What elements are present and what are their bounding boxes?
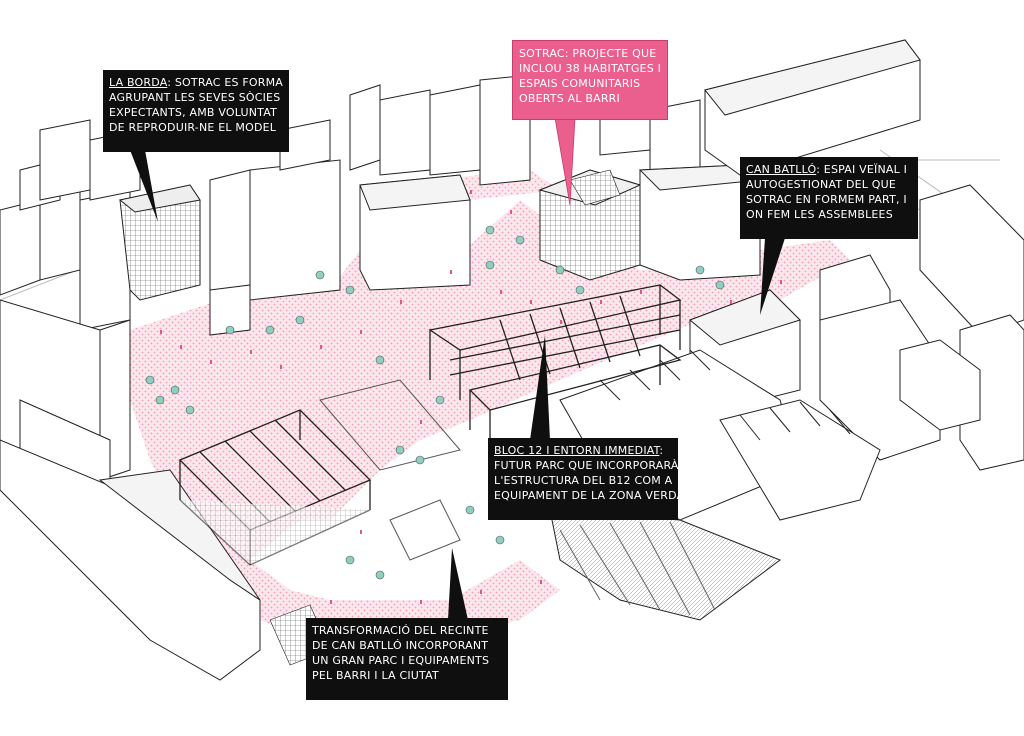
callout-bloc12: BLOC 12 I ENTORN IMMEDIAT: FUTUR PARC QU… bbox=[488, 438, 685, 520]
callout-sotrac-line3: ESPAIS COMUNITARIS bbox=[519, 77, 641, 90]
callout-bloc12-line2: FUTUR PARC QUE INCORPORARÀ bbox=[494, 459, 679, 472]
callout-can-batllo-line4: ON FEM LES ASSEMBLEES bbox=[746, 208, 893, 221]
trees bbox=[145, 225, 725, 580]
callout-transformacio: TRANSFORMACIÓ DEL RECINTE DE CAN BATLLÓ … bbox=[306, 618, 508, 700]
callout-la-borda-line1: : SOTRAC ES FORMA bbox=[167, 76, 284, 89]
callout-sotrac-line4: OBERTS AL BARRI bbox=[519, 92, 620, 105]
callout-pointers bbox=[130, 117, 785, 620]
court bbox=[319, 379, 461, 561]
bloc12-structure bbox=[428, 284, 682, 450]
callout-can-batllo-title: CAN BATLLÓ bbox=[746, 163, 817, 176]
callout-can-batllo-line3: SOTRAC EN FORMEM PART, I bbox=[746, 193, 907, 206]
callout-can-batllo-line2: AUTOGESTIONAT DEL QUE bbox=[746, 178, 897, 191]
callout-bloc12-line1: : bbox=[659, 444, 664, 457]
callout-bloc12-line3: L'ESTRUCTURA DEL B12 COM A bbox=[494, 474, 673, 487]
callout-bloc12-title: BLOC 12 I ENTORN IMMEDIAT bbox=[494, 444, 660, 457]
callout-transformacio-line2: DE CAN BATLLÓ INCORPORANT bbox=[312, 639, 489, 652]
callout-la-borda: LA BORDA: SOTRAC ES FORMA AGRUPANT LES S… bbox=[103, 70, 289, 152]
callout-can-batllo-line1: : ESPAI VEÏNAL I bbox=[816, 163, 908, 176]
callout-la-borda-title: LA BORDA bbox=[109, 76, 168, 89]
people-marks bbox=[160, 190, 782, 604]
callout-transformacio-line4: PEL BARRI I LA CIUTAT bbox=[312, 669, 439, 682]
callout-transformacio-line3: UN GRAN PARC I EQUIPAMENTS bbox=[312, 654, 490, 667]
callout-transformacio-line1: TRANSFORMACIÓ DEL RECINTE bbox=[312, 624, 489, 637]
callout-la-borda-line2: AGRUPANT LES SEVES SÒCIES bbox=[109, 91, 281, 104]
callout-la-borda-line4: DE REPRODUIR-NE EL MODEL bbox=[109, 121, 277, 134]
callout-la-borda-line3: EXPECTANTS, AMB VOLUNTAT bbox=[109, 106, 278, 119]
left-shed bbox=[178, 409, 372, 566]
callout-can-batllo: CAN BATLLÓ: ESPAI VEÏNAL I AUTOGESTIONAT… bbox=[740, 157, 918, 239]
callout-sotrac: SOTRAC: PROJECTE QUE INCLOU 38 HABITATGE… bbox=[512, 40, 668, 120]
callout-sotrac-line2: INCLOU 38 HABITATGES I bbox=[519, 62, 662, 75]
buildings bbox=[0, 39, 1024, 681]
callout-sotrac-line1: SOTRAC: PROJECTE QUE bbox=[519, 47, 657, 60]
callout-bloc12-line4: EQUIPAMENT DE LA ZONA VERDA bbox=[494, 489, 685, 502]
